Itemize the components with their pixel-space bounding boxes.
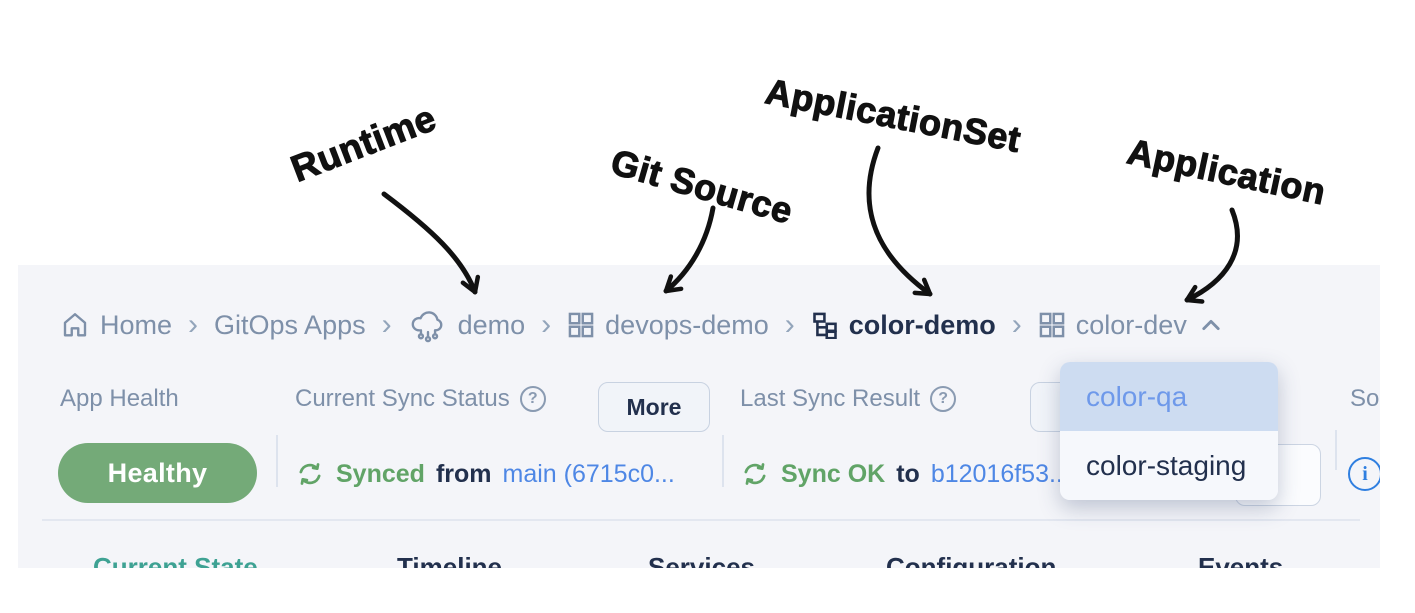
section-divider [42, 519, 1360, 521]
runtime-icon [408, 307, 448, 343]
current-sync-status-row: Synced from main (6715c0... [295, 455, 675, 493]
breadcrumb-item-application-color-dev[interactable]: color-dev [1038, 310, 1223, 341]
tab-configuration[interactable]: Configuration [886, 552, 1057, 568]
annotation-git-source: Git Source [606, 140, 798, 232]
annotation-application-set: ApplicationSet [762, 70, 1025, 161]
info-icon[interactable]: i [1348, 457, 1380, 491]
application-dropdown: color-qa color-staging [1060, 362, 1278, 500]
last-sync-result-label: Last Sync Result ? [740, 385, 957, 413]
apps-grid-icon [1038, 311, 1066, 339]
sync-revision-link[interactable]: b12016f53... [930, 459, 1070, 488]
sync-revision-link[interactable]: main (6715c0... [502, 459, 675, 488]
breadcrumb-item-home[interactable]: Home [60, 310, 172, 341]
breadcrumb-separator: › [381, 308, 392, 341]
last-sync-result-row: Sync OK to b12016f53... [740, 455, 1070, 493]
annotation-runtime: Runtime [285, 97, 442, 191]
breadcrumb-item-runtime-demo[interactable]: demo [408, 307, 526, 343]
column-divider [722, 435, 724, 487]
breadcrumb-label: devops-demo [605, 309, 769, 340]
sync-preposition: to [896, 459, 920, 488]
current-sync-status-label: Current Sync Status ? [295, 385, 546, 413]
annotation-application: Application [1123, 130, 1330, 213]
home-icon [60, 310, 90, 340]
tab-events[interactable]: Events [1198, 552, 1284, 568]
sync-preposition: from [435, 459, 492, 488]
chevron-up-icon[interactable] [1199, 316, 1223, 334]
breadcrumb-label: demo [457, 309, 526, 340]
breadcrumb-label: color-demo [848, 309, 996, 340]
breadcrumb-separator: › [1011, 308, 1022, 341]
app-header-panel: Home › GitOps Apps › demo › [18, 265, 1380, 568]
breadcrumb-label: color-dev [1075, 309, 1187, 340]
tab-services[interactable]: Services [648, 552, 755, 568]
breadcrumb-label: Home [100, 309, 173, 340]
breadcrumb: Home › GitOps Apps › demo › [60, 301, 1223, 349]
dropdown-item-color-staging[interactable]: color-staging [1060, 431, 1278, 500]
breadcrumb-separator: › [188, 308, 199, 341]
source-label: Source [1350, 385, 1380, 412]
tab-current-state[interactable]: Current State [93, 552, 258, 568]
sync-refresh-icon [740, 459, 770, 489]
help-icon[interactable]: ? [519, 386, 546, 412]
breadcrumb-item-application-set-color-demo[interactable]: color-demo [811, 310, 996, 341]
app-health-status-badge: Healthy [58, 443, 257, 503]
application-set-tree-icon [811, 311, 839, 339]
column-divider [276, 435, 278, 487]
current-sync-more-button[interactable]: More [598, 382, 710, 432]
breadcrumb-item-git-source-devops-demo[interactable]: devops-demo [567, 310, 769, 341]
breadcrumb-label: GitOps Apps [214, 309, 366, 340]
sync-state-text: Sync OK [781, 459, 886, 488]
breadcrumb-separator: › [541, 308, 552, 341]
apps-grid-icon [567, 311, 595, 339]
app-health-label: App Health [60, 385, 179, 412]
dropdown-item-color-qa[interactable]: color-qa [1060, 362, 1278, 431]
help-icon[interactable]: ? [930, 386, 957, 412]
sync-refresh-icon [295, 459, 325, 489]
breadcrumb-separator: › [784, 308, 795, 341]
tab-timeline[interactable]: Timeline [397, 552, 503, 568]
column-divider [1335, 430, 1337, 470]
breadcrumb-item-gitops-apps[interactable]: GitOps Apps [214, 310, 366, 341]
sync-state-text: Synced [336, 459, 425, 488]
